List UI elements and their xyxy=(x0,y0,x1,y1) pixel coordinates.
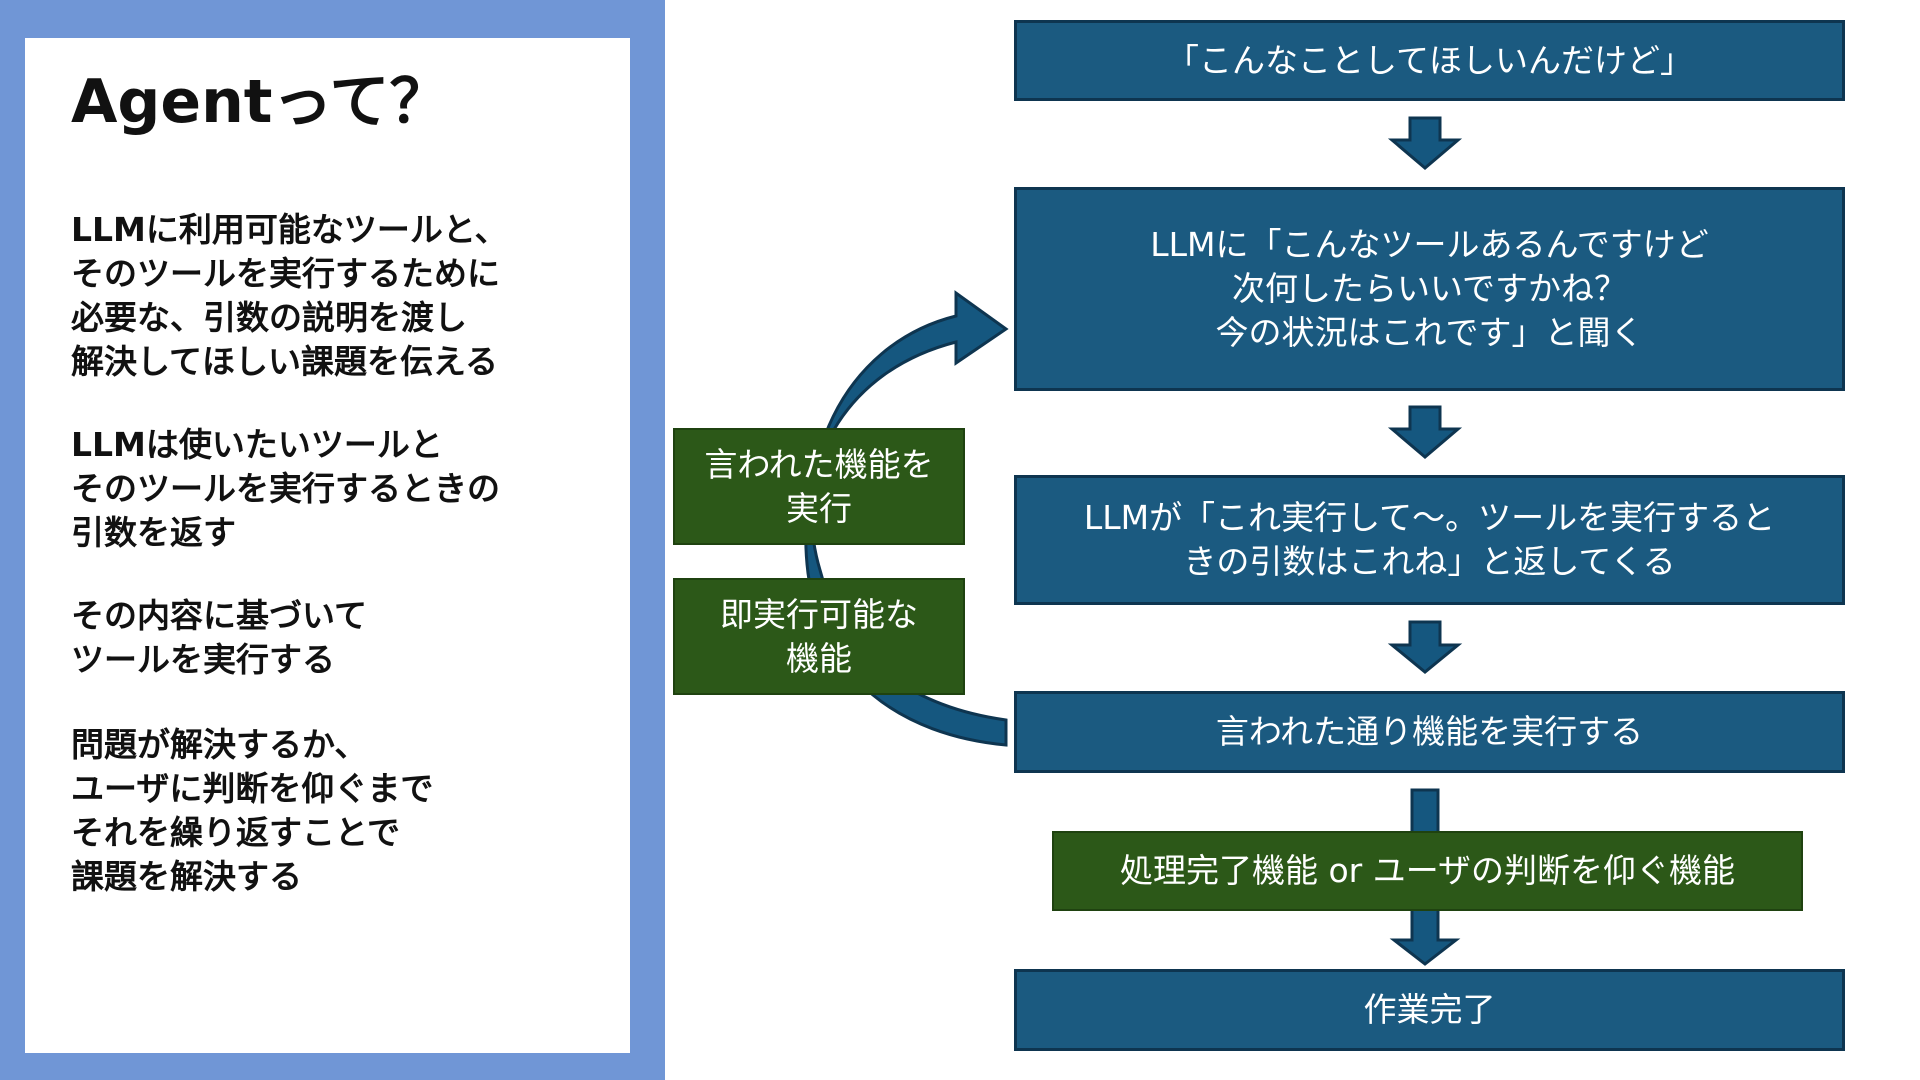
box-text: 実行 xyxy=(786,488,852,528)
loop-label-immediate: 即実行可能な 機能 xyxy=(673,578,965,695)
paragraph-line: LLMは使いたいツールと xyxy=(71,425,443,464)
paragraph-line: 問題が解決するか、 xyxy=(71,725,368,764)
paragraph-line: そのツールを実行するときの xyxy=(71,469,500,508)
left-panel: Agentって？ LLMに利用可能なツールと、 そのツールを実行するために 必要… xyxy=(0,0,665,1080)
down-arrow-2 xyxy=(1387,405,1463,459)
explanation-card: Agentって？ LLMに利用可能なツールと、 そのツールを実行するために 必要… xyxy=(25,38,630,1053)
flow-step-llm-returns: LLMが「これ実行して〜。ツールを実行すると きの引数はこれね」と返してくる xyxy=(1014,475,1845,605)
box-text: 今の状況はこれです」と聞く xyxy=(1215,313,1644,352)
paragraph-line: 課題を解決する xyxy=(71,857,302,896)
flow-branch-complete-or-ask-user: 処理完了機能 or ユーザの判断を仰ぐ機能 xyxy=(1052,831,1803,911)
flow-step-ask-llm: LLMに「こんなツールあるんですけど 次何したらいいですかね？ 今の状況はこれで… xyxy=(1014,187,1845,391)
box-text: 次何したらいいですかね？ xyxy=(1231,269,1627,308)
paragraph-line: 解決してほしい課題を伝える xyxy=(71,342,499,381)
box-text: 言われた通り機能を実行する xyxy=(1215,712,1644,751)
paragraph-2: LLMは使いたいツールと そのツールを実行するときの 引数を返す xyxy=(71,423,631,555)
paragraph-line: 必要な、引数の説明を渡し xyxy=(71,298,467,337)
slide-title: Agentって？ xyxy=(71,67,450,137)
paragraph-4: 問題が解決するか、 ユーザに判断を仰ぐまで それを繰り返すことで 課題を解決する xyxy=(71,723,631,899)
paragraph-line: LLMに利用可能なツールと、 xyxy=(71,210,508,249)
box-text: きの引数はこれね」と返してくる xyxy=(1183,542,1676,581)
box-text: 言われた機能を xyxy=(704,444,934,484)
paragraph-line: ユーザに判断を仰ぐまで xyxy=(71,769,434,808)
box-text: 処理完了機能 or ユーザの判断を仰ぐ機能 xyxy=(1119,851,1736,890)
box-text: LLMに「こんなツールあるんですけど xyxy=(1150,225,1709,264)
box-text: 「こんなことしてほしいんだけど」 xyxy=(1165,40,1693,80)
paragraph-1: LLMに利用可能なツールと、 そのツールを実行するために 必要な、引数の説明を渡… xyxy=(71,208,631,384)
box-text: 即実行可能な xyxy=(720,594,918,634)
flow-step-request: 「こんなことしてほしいんだけど」 xyxy=(1014,20,1845,101)
paragraph-line: そのツールを実行するために xyxy=(71,254,500,293)
flow-step-done: 作業完了 xyxy=(1014,969,1845,1051)
paragraph-line: その内容に基づいて xyxy=(71,596,368,635)
down-arrow-1 xyxy=(1387,116,1463,170)
box-text: LLMが「これ実行して〜。ツールを実行すると xyxy=(1083,498,1776,537)
paragraph-line: それを繰り返すことで xyxy=(71,813,401,852)
paragraph-3: その内容に基づいて ツールを実行する xyxy=(71,594,631,682)
paragraph-line: 引数を返す xyxy=(71,513,236,552)
loop-label-execute: 言われた機能を 実行 xyxy=(673,428,965,545)
box-text: 作業完了 xyxy=(1363,990,1496,1029)
box-text: 機能 xyxy=(786,638,852,678)
down-arrow-3 xyxy=(1387,620,1463,674)
flow-step-execute: 言われた通り機能を実行する xyxy=(1014,691,1845,773)
paragraph-line: ツールを実行する xyxy=(71,640,335,679)
